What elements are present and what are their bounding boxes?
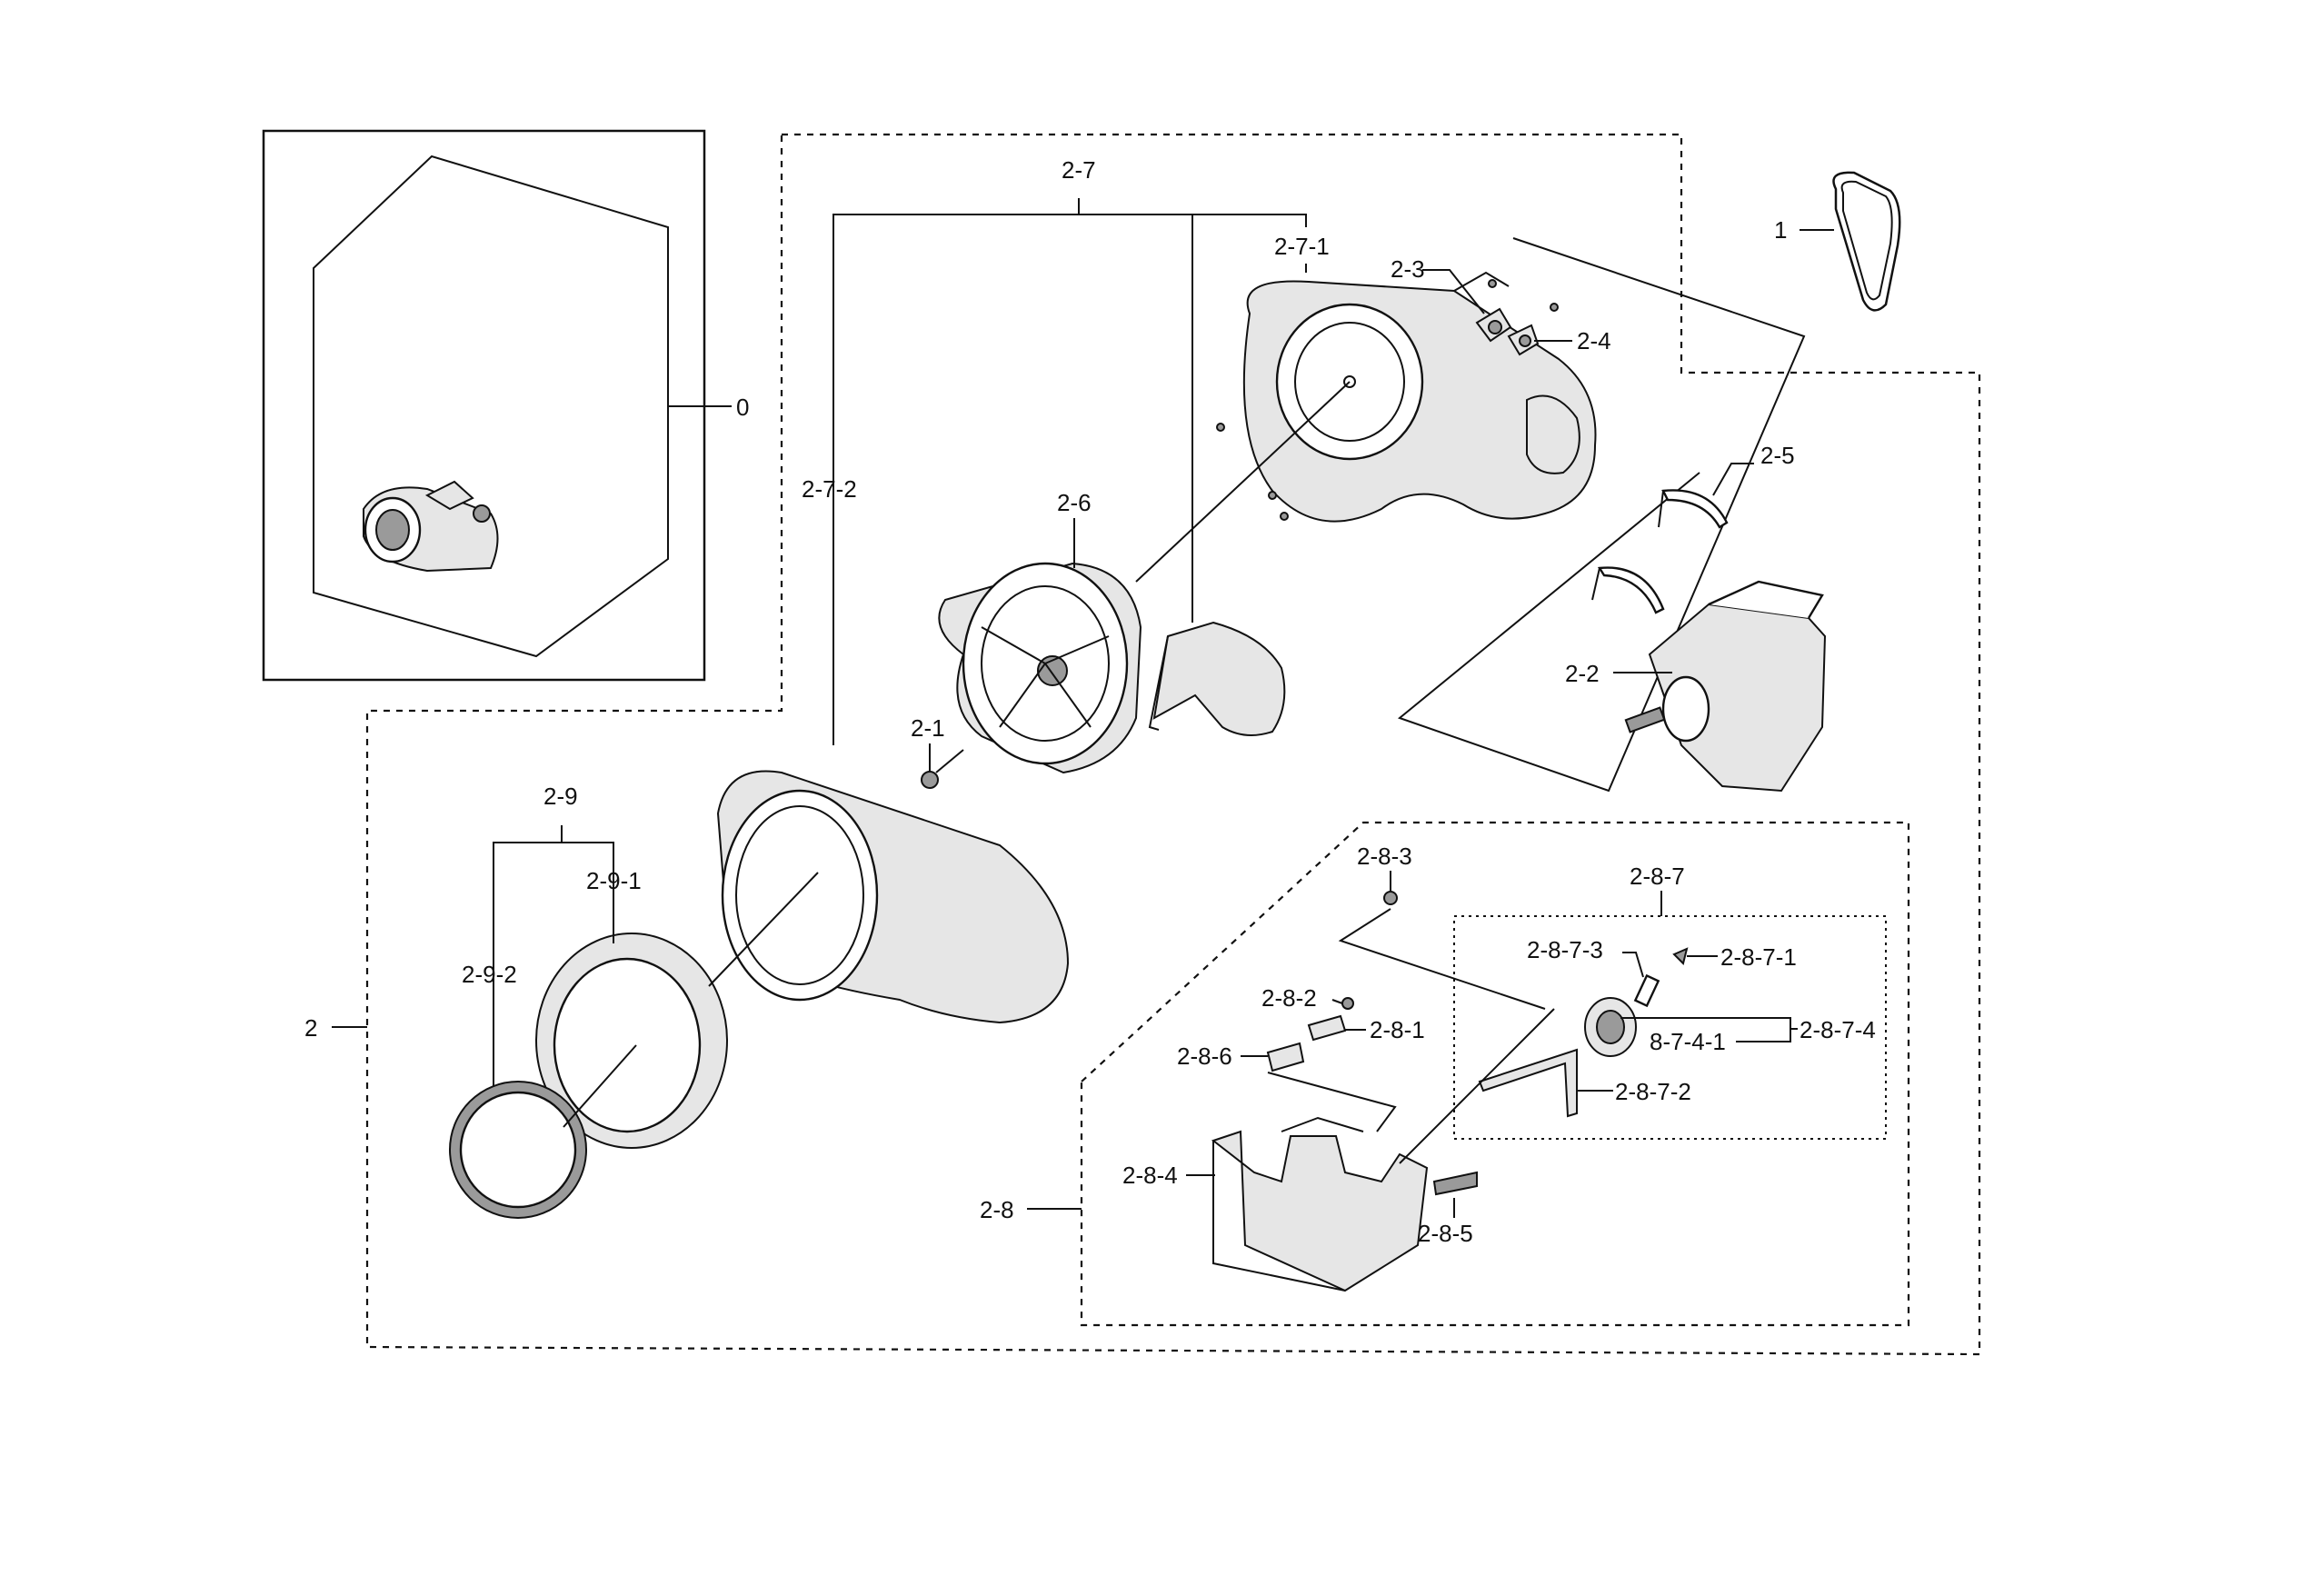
label-2-1: 2-1 <box>911 714 945 742</box>
part-2-7-1-housing <box>1242 271 1597 523</box>
leader-lines <box>332 198 1834 1218</box>
part-2-8-3-screw <box>1383 891 1398 905</box>
label-2-2: 2-2 <box>1565 660 1600 687</box>
label-2-5: 2-5 <box>1760 442 1795 469</box>
part-2-7-front-housing <box>716 770 1070 1024</box>
part-2-5-clamps <box>1591 489 1729 614</box>
label-2-7-1: 2-7-1 <box>1274 233 1330 260</box>
label-2-8-7-3: 2-8-7-3 <box>1527 936 1603 963</box>
label-2-4: 2-4 <box>1577 327 1611 354</box>
label-2-3: 2-3 <box>1391 255 1425 283</box>
part-2-8-6-clip <box>1266 1042 1305 1072</box>
assembly-2-outline <box>365 133 1981 1356</box>
label-2-8-1: 2-8-1 <box>1370 1016 1425 1043</box>
part-2-9-1-ring <box>535 933 728 1149</box>
part-2-8-5-spring <box>1432 1171 1478 1196</box>
part-2-8-7-4-pulley <box>1584 997 1637 1057</box>
part-1-belt <box>1832 171 1901 312</box>
label-2-8-7-2: 2-8-7-2 <box>1615 1078 1691 1105</box>
part-2-4-thermostat <box>1507 324 1540 356</box>
label-2-6: 2-6 <box>1057 489 1092 516</box>
part-2-8-4-bracket <box>1211 1116 1429 1292</box>
label-2-8-2: 2-8-2 <box>1261 984 1317 1012</box>
part-2-2-motor <box>1624 580 1827 793</box>
label-2-8-7-1: 2-8-7-1 <box>1720 943 1797 971</box>
assembly-0-thumbnail <box>363 480 499 573</box>
housing-screws <box>1216 279 1559 521</box>
part-2-8-7-2-arm <box>1478 1048 1578 1118</box>
label-2-9-1: 2-9-1 <box>586 867 642 894</box>
part-2-1-nut <box>921 771 939 789</box>
part-2-8-7-3-pin <box>1633 973 1660 1008</box>
label-1: 1 <box>1774 216 1787 244</box>
label-2-8-3: 2-8-3 <box>1357 843 1412 870</box>
part-2-3-thermostat <box>1475 307 1512 343</box>
motor-plane-outline <box>1397 237 1806 793</box>
part-2-8-7-1-cap <box>1672 947 1689 965</box>
label-2-8-6: 2-8-6 <box>1177 1042 1232 1070</box>
label-2-7-2: 2-7-2 <box>802 475 857 503</box>
label-2-8-7: 2-8-7 <box>1630 863 1685 890</box>
label-0: 0 <box>736 394 749 421</box>
assembly-0-box <box>262 129 706 682</box>
part-2-7-2-sleeve <box>1148 621 1286 736</box>
part-2-9-2-seal <box>449 1081 587 1219</box>
label-2-8-5: 2-8-5 <box>1418 1220 1473 1247</box>
part-2-8-1-switch <box>1307 1014 1347 1042</box>
assembly-2-8-outline <box>1080 821 1910 1327</box>
label-2-9: 2-9 <box>543 783 578 810</box>
part-2-6-blower-wheel <box>938 562 1142 774</box>
label-2-8-7-4: 2-8-7-4 <box>1800 1016 1876 1043</box>
label-2-7: 2-7 <box>1062 156 1096 184</box>
label-2-8: 2-8 <box>980 1196 1014 1223</box>
callout-labels: 0 1 2 2-1 2-2 2-3 2-4 2-5 2-6 2-7 2-7-1 … <box>304 156 1876 1247</box>
label-2: 2 <box>304 1014 317 1042</box>
part-2-8-2-screw <box>1341 997 1354 1010</box>
label-2-9-2: 2-9-2 <box>462 961 517 988</box>
label-8-7-4-1: 8-7-4-1 <box>1650 1028 1726 1055</box>
label-2-8-4: 2-8-4 <box>1122 1162 1178 1189</box>
